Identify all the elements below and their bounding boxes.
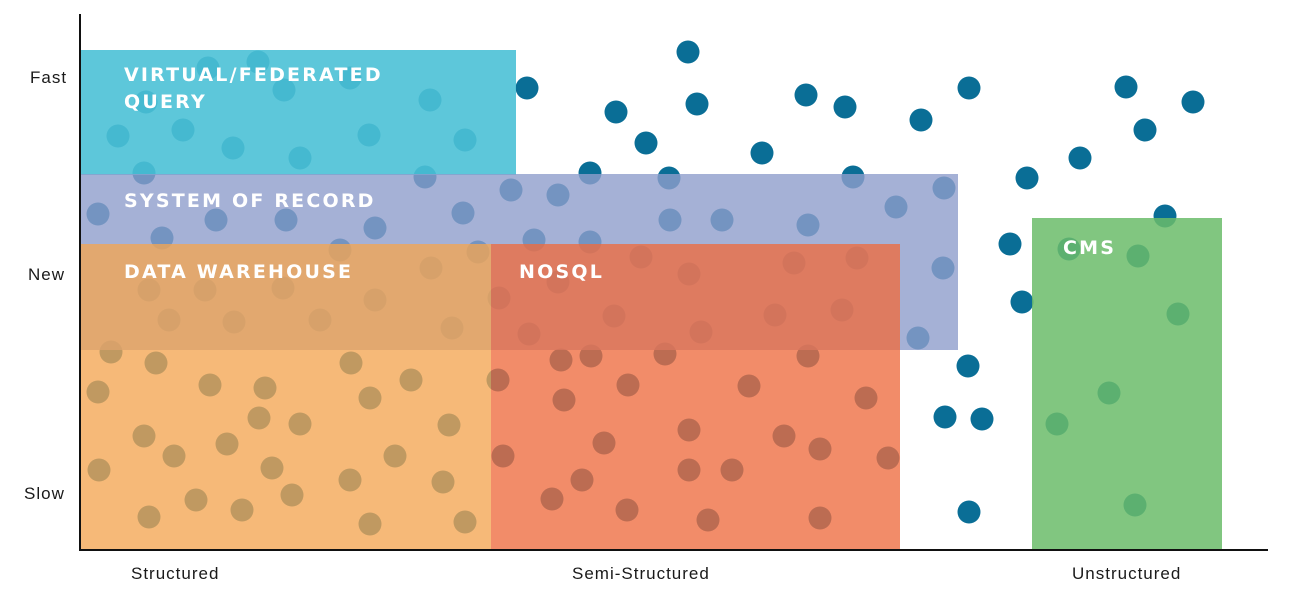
y-label-slow: Slow: [24, 484, 65, 503]
data-dot: [970, 407, 994, 431]
data-dot: [685, 92, 709, 116]
data-dot: [933, 405, 957, 429]
region-nosql: [491, 244, 900, 550]
data-dot: [1068, 146, 1092, 170]
data-dot: [794, 83, 818, 107]
data-dot: [1015, 166, 1039, 190]
x-label-unstructured: Unstructured: [1072, 564, 1181, 583]
label-data-warehouse: DATA WAREHOUSE: [124, 261, 353, 283]
data-dot: [750, 141, 774, 165]
y-label-new: New: [28, 265, 65, 284]
data-dot: [833, 95, 857, 119]
y-label-fast: Fast: [30, 68, 67, 87]
x-label-structured: Structured: [131, 564, 219, 583]
data-dot: [909, 108, 933, 132]
data-dot: [634, 131, 658, 155]
region-cms: [1032, 218, 1222, 550]
data-dot: [515, 76, 539, 100]
data-dot: [957, 76, 981, 100]
data-dot: [1133, 118, 1157, 142]
x-label-semi-structured: Semi-Structured: [572, 564, 710, 583]
label-cms: CMS: [1063, 237, 1116, 259]
data-dot: [676, 40, 700, 64]
data-dot: [604, 100, 628, 124]
data-dot: [998, 232, 1022, 256]
data-dot: [1010, 290, 1034, 314]
data-dot: [956, 354, 980, 378]
label-virtual-federated-query-line1: VIRTUAL/FEDERATED: [124, 64, 383, 86]
region-data-warehouse: [80, 244, 491, 550]
region-virtual-federated-query: [80, 50, 516, 175]
data-dot: [1181, 90, 1205, 114]
data-dot: [957, 500, 981, 524]
label-nosql: NOSQL: [519, 261, 604, 283]
label-virtual-federated-query-line2: QUERY: [124, 91, 207, 113]
label-system-of-record: SYSTEM OF RECORD: [124, 190, 376, 212]
data-dot: [1114, 75, 1138, 99]
